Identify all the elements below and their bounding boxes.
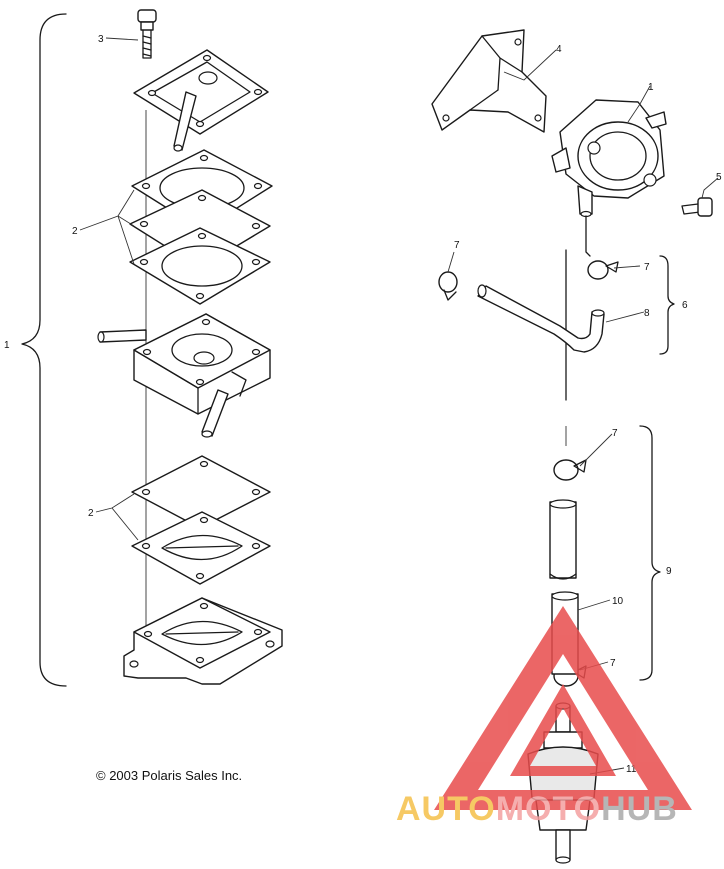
mounting-bracket-part — [431, 29, 547, 133]
copyright-text: © 2003 Polaris Sales Inc. — [96, 768, 242, 783]
callout-7-left: 7 — [454, 240, 460, 251]
callout-9: 9 — [666, 566, 672, 577]
hose-clamp-part — [553, 459, 587, 481]
screw-part — [137, 9, 157, 59]
gasket-part — [131, 511, 271, 585]
top-cover-part — [133, 49, 269, 152]
right-assembly — [431, 29, 719, 864]
callout-2-lower: 2 — [88, 508, 94, 519]
base-plate-part — [123, 597, 283, 685]
callout-6: 6 — [682, 300, 688, 311]
svg-text:AUTOMOTOHUB: AUTOMOTOHUB — [396, 790, 678, 828]
hose-clamp-part — [587, 260, 619, 280]
bolt-part — [681, 197, 713, 217]
watermark-logo: AUTOMOTOHUB — [396, 606, 692, 828]
callout-7-lower: 7 — [610, 658, 616, 669]
callout-5: 5 — [716, 172, 722, 183]
bracket-1 — [21, 13, 67, 687]
callout-11: 11 — [626, 764, 637, 775]
callout-7-upper: 7 — [644, 262, 650, 273]
elbow-hose-part — [477, 284, 605, 353]
hose-clamp-part — [438, 271, 458, 301]
callout-1-main: 1 — [4, 340, 10, 351]
callout-8: 8 — [644, 308, 650, 319]
watermark-hub: HUB — [601, 790, 678, 828]
left-assembly — [21, 9, 283, 687]
callout-1-pump: 1 — [648, 82, 654, 93]
hose-part — [549, 499, 577, 580]
callout-4: 4 — [556, 44, 562, 55]
callout-7-mid: 7 — [612, 428, 618, 439]
callout-2-upper: 2 — [72, 226, 78, 237]
callout-10: 10 — [612, 596, 624, 607]
pump-body-part — [97, 313, 271, 438]
watermark-auto: AUTO — [396, 790, 496, 828]
callout-3: 3 — [98, 34, 104, 45]
gasket-part — [129, 227, 271, 305]
watermark-moto: MOTO — [496, 790, 601, 828]
fuel-pump-part — [551, 99, 667, 218]
